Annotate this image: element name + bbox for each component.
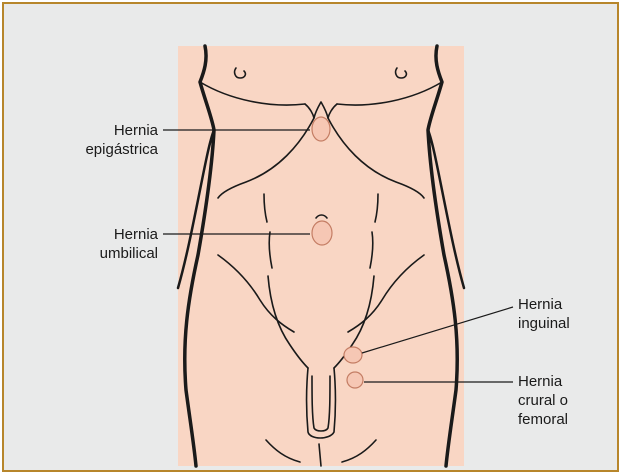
epigastric-hernia-bulge (312, 117, 330, 141)
epigastric-hernia-label: Hernia epigástrica (60, 121, 158, 159)
umbilical-label-line-2: umbilical (60, 244, 158, 263)
umbilical-label-line-1: Hernia (60, 225, 158, 244)
crural-hernia-label: Hernia crural o femoral (518, 372, 608, 429)
inguinal-label-line-2: inguinal (518, 314, 608, 333)
umbilical-hernia-bulge (312, 221, 332, 245)
crural-label-line-1: Hernia (518, 372, 608, 391)
inguinal-hernia-label: Hernia inguinal (518, 295, 608, 333)
crural-hernia-bulge (347, 372, 363, 388)
skin-panel (178, 46, 464, 466)
epigastric-label-line-1: Hernia (60, 121, 158, 140)
inguinal-hernia-bulge (344, 347, 362, 363)
umbilical-hernia-label: Hernia umbilical (60, 225, 158, 263)
inguinal-label-line-1: Hernia (518, 295, 608, 314)
epigastric-label-line-2: epigástrica (60, 140, 158, 159)
crural-label-line-3: femoral (518, 410, 608, 429)
crural-label-line-2: crural o (518, 391, 608, 410)
